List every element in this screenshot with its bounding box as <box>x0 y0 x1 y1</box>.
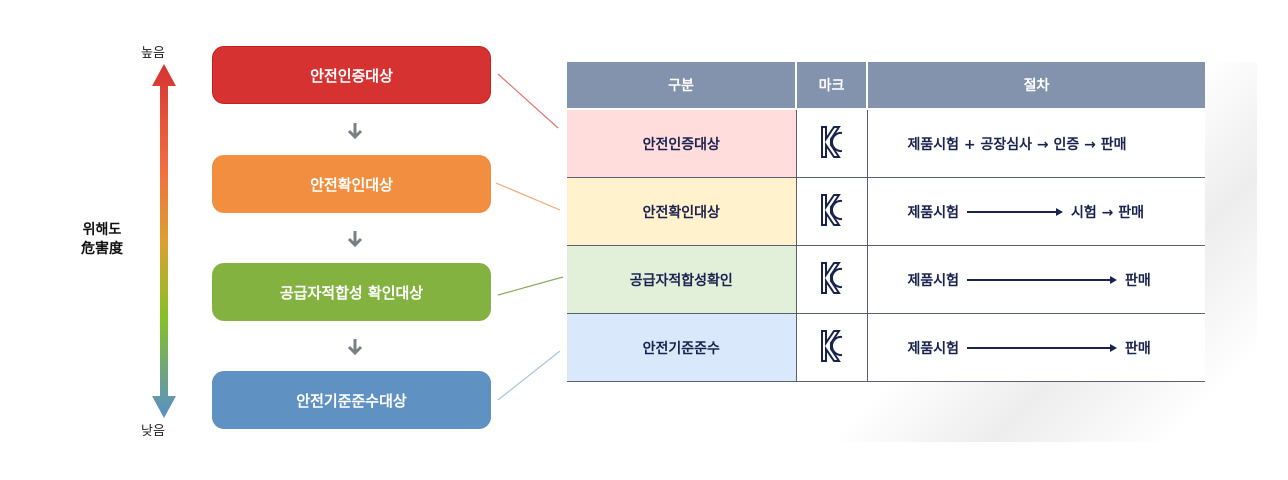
table-row: 공급자적합성확인 제품시험 판매 <box>567 245 1205 314</box>
kc-mark-icon <box>820 329 842 362</box>
kc-mark-icon <box>820 261 842 294</box>
hazard-axis-label: 위해도 危害度 <box>72 221 132 259</box>
procedure-text: 제품시험 + 공장심사 → 인증 → 판매 <box>907 136 1127 153</box>
header-category: 구분 <box>567 62 797 110</box>
procedure-end: 판매 <box>1125 272 1151 289</box>
connector-line <box>497 350 561 401</box>
table-row: 안전인증대상 제품시험 + 공장심사 → 인증 → 판매 <box>567 109 1205 178</box>
kc-mark-cell <box>796 245 868 314</box>
scale-low-label: 낮음 <box>141 424 165 439</box>
kc-mark-cell <box>796 109 868 178</box>
table-row: 안전기준준수 제품시험 판매 <box>567 313 1205 382</box>
connector-line <box>497 276 564 296</box>
procedure-cell: 제품시험 판매 <box>867 313 1205 382</box>
long-arrow-icon <box>967 207 1064 217</box>
procedure-cell: 제품시험 판매 <box>867 245 1205 314</box>
procedure-cell: 제품시험 + 공장심사 → 인증 → 판매 <box>867 109 1205 178</box>
hazard-label-ko: 위해도 <box>82 222 122 238</box>
procedure-start: 제품시험 <box>907 272 960 289</box>
long-arrow-icon <box>967 275 1118 285</box>
hazard-label-hanja: 危害度 <box>81 241 123 257</box>
kc-mark-cell <box>796 313 868 382</box>
arrow-down-icon <box>347 123 363 140</box>
header-procedure: 절차 <box>867 62 1205 110</box>
level-box-supplier-conformity: 공급자적합성 확인대상 <box>212 263 491 321</box>
procedure-start: 제품시험 <box>907 204 960 221</box>
kc-mark-icon <box>820 125 842 158</box>
scale-high-label: 높음 <box>141 46 165 61</box>
procedure-cell: 제품시험 시험 → 판매 <box>867 177 1205 246</box>
procedure-table: 구분 마크 절차 안전인증대상 제품시험 + 공장심사 → 인증 → 판매 안전… <box>567 62 1205 382</box>
category-cell: 공급자적합성확인 <box>567 245 797 314</box>
kc-mark-icon <box>820 193 842 226</box>
category-cell: 안전인증대상 <box>567 109 797 178</box>
connector-line <box>497 73 559 129</box>
arrow-down-icon <box>347 231 363 248</box>
kc-mark-cell <box>796 177 868 246</box>
level-box-safety-confirm: 안전확인대상 <box>212 155 491 213</box>
procedure-start: 제품시험 <box>907 340 960 357</box>
level-box-safety-standard: 안전기준준수대상 <box>212 371 491 429</box>
hazard-gradient-arrow <box>152 64 176 418</box>
level-box-safety-cert: 안전인증대상 <box>212 46 491 104</box>
long-arrow-icon <box>967 343 1118 353</box>
procedure-end: 판매 <box>1125 340 1151 357</box>
procedure-end: 시험 → 판매 <box>1071 204 1145 221</box>
connector-line <box>495 182 561 211</box>
arrow-down-icon <box>347 339 363 356</box>
category-cell: 안전기준준수 <box>567 313 797 382</box>
header-mark: 마크 <box>796 62 868 110</box>
category-cell: 안전확인대상 <box>567 177 797 246</box>
table-row: 안전확인대상 제품시험 시험 → 판매 <box>567 177 1205 246</box>
